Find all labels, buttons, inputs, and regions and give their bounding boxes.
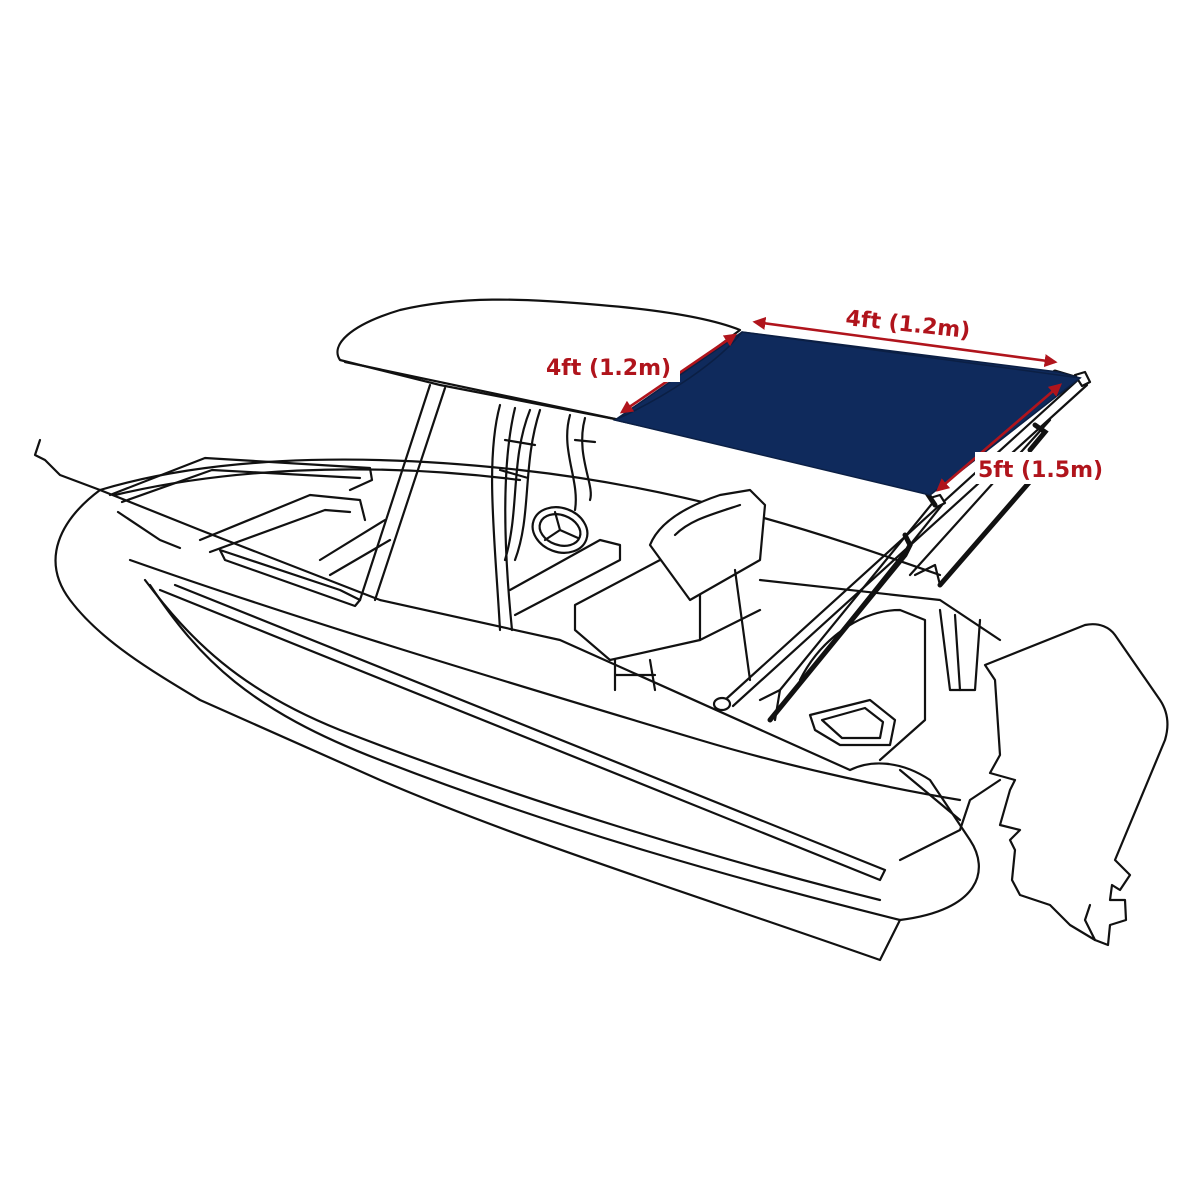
helm-seat (573, 488, 767, 692)
stern-seating (758, 578, 1002, 822)
outboard-motor (983, 623, 1169, 947)
dimension-label-side-length: 5ft (1.5m) (978, 458, 1103, 483)
label-bg (975, 452, 1115, 484)
dimension-side-length (936, 383, 1062, 492)
bow-seating (108, 456, 392, 608)
label-bg (540, 350, 680, 382)
console (508, 506, 622, 617)
dimension-label-top-length: 4ft (1.2m) (844, 306, 971, 344)
pole-end-cap (712, 696, 732, 712)
dimension-label-front-width: 4ft (1.2m) (546, 356, 671, 381)
dimension-top-length (752, 316, 1058, 368)
boat-hull (33, 438, 1002, 962)
